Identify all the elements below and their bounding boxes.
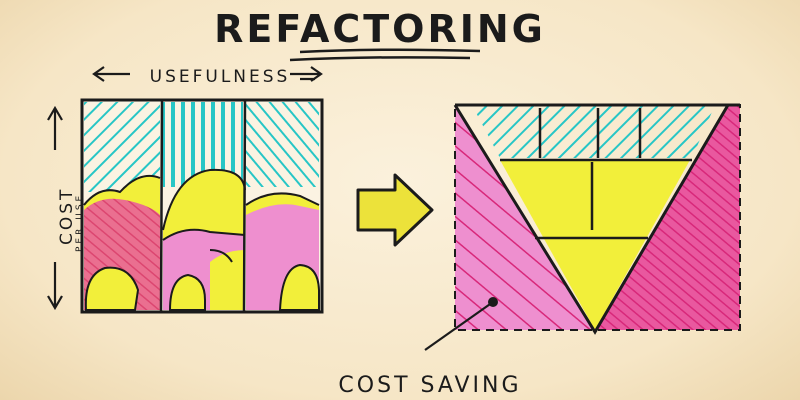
yellow-blob-bottom3: [278, 263, 320, 311]
v-shape-outline: [453, 104, 730, 335]
left-arrow-icon: [92, 66, 130, 82]
up-arrow-icon: [47, 105, 63, 150]
title-group: REFACTORING: [214, 7, 546, 62]
yellow-blob-bottom2: [168, 273, 206, 311]
usefulness-label: USEFULNESS: [150, 67, 291, 87]
after-box: [453, 103, 741, 335]
right-arrow-icon: [290, 66, 323, 82]
cost-label: COST: [57, 187, 77, 245]
left-box-curves: [83, 168, 320, 263]
down-arrow-icon: [47, 262, 63, 311]
cost-axis: COST PER USE: [47, 105, 85, 311]
before-box: [80, 98, 324, 314]
transform-arrow-icon: [356, 173, 434, 247]
left-box-outline: [80, 98, 324, 314]
usefulness-axis: USEFULNESS: [92, 66, 323, 87]
yellow-core-region: [500, 160, 690, 330]
title: REFACTORING: [214, 7, 546, 51]
cost-saving-right-region: [595, 105, 740, 330]
per-use-label: PER USE: [75, 193, 85, 252]
annotation-pointer: [424, 301, 494, 351]
cost-saving-label: COST SAVING: [338, 373, 521, 398]
cyan-hatch-col3: [246, 102, 319, 187]
right-box-inner-lines: [500, 108, 692, 240]
left-box-dividers: [159, 99, 247, 313]
cyan-top-band: [472, 105, 715, 158]
title-underline: [289, 48, 481, 62]
cost-saving-annotation: COST SAVING: [338, 297, 521, 398]
yellow-blob-bottom1: [84, 266, 140, 311]
